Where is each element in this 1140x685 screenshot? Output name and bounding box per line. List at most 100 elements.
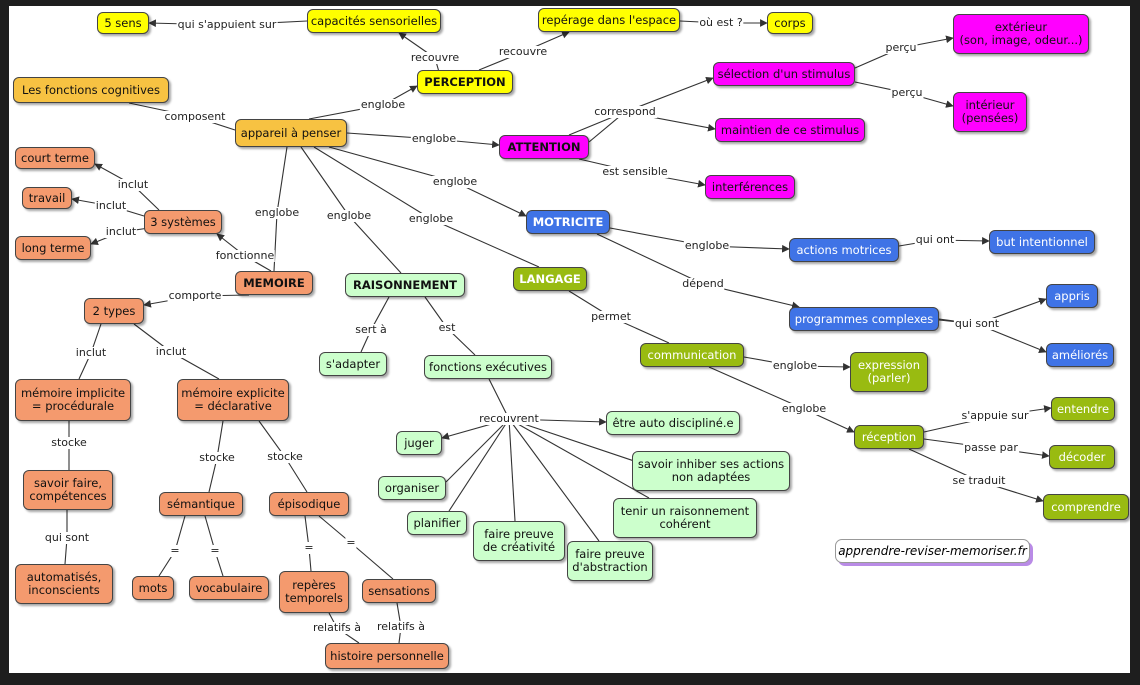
- node-automatises: automatisés, inconscients: [15, 564, 113, 604]
- node-reperes-temporels-line2: temporels: [285, 591, 343, 605]
- node-s-adapter: s'adapter: [319, 352, 387, 376]
- node-interieur-line2: (pensées): [961, 111, 1019, 125]
- node-interieur-line1: intérieur: [965, 98, 1015, 112]
- label-qui-ont: qui ont: [914, 233, 956, 246]
- node-reperes-temporels-line1: repères: [292, 578, 336, 592]
- label-eq-sensations: =: [345, 536, 357, 549]
- node-langage: LANGAGE: [513, 267, 587, 291]
- node-capacites-sensorielles: capacités sensorielles: [307, 9, 441, 33]
- node-savoir-inhiber-line2: non adaptées: [671, 470, 751, 484]
- link-fonctions-recouvrent: [488, 378, 510, 420]
- label-recouvre-reperage: recouvre: [497, 45, 549, 58]
- node-expression: expression (parler): [850, 352, 928, 392]
- node-tenir-raisonnement-line2: cohérent: [659, 517, 711, 531]
- link-recouvrent-abstraction: [508, 418, 600, 542]
- node-tenir-raisonnement: tenir un raisonnement cohérent: [613, 498, 757, 538]
- label-stocke-semantique: stocke: [198, 451, 236, 464]
- node-3-systemes: 3 systèmes: [144, 210, 222, 234]
- node-fonctions-cognitives: Les fonctions cognitives: [13, 77, 169, 103]
- node-appareil-penser: appareil à penser: [235, 119, 347, 147]
- label-stocke-implicite: stocke: [50, 436, 88, 449]
- link-appareil-langage: [313, 146, 540, 268]
- node-vocabulaire: vocabulaire: [189, 576, 269, 600]
- node-2-types: 2 types: [84, 298, 144, 324]
- label-correspond: correspond: [593, 105, 657, 118]
- link-recouvrent-organiser: [445, 418, 510, 483]
- node-5-sens: 5 sens: [97, 12, 149, 34]
- node-comprendre: comprendre: [1043, 494, 1129, 520]
- label-eq-reperes: =: [303, 541, 315, 554]
- node-reception: réception: [854, 425, 924, 449]
- node-maintien-stimulus: maintien de ce stimulus: [715, 118, 865, 142]
- node-episodique: épisodique: [269, 492, 349, 516]
- node-histoire-personnelle: histoire personnelle: [325, 643, 449, 669]
- label-inclut-long: inclut: [104, 225, 138, 238]
- node-raisonnement: RAISONNEMENT: [345, 273, 465, 297]
- node-creativite-line1: faire preuve: [484, 527, 554, 541]
- node-court-terme: court terme: [15, 147, 95, 169]
- node-memoire: MEMOIRE: [235, 271, 313, 295]
- node-travail: travail: [22, 187, 72, 209]
- label-qui-s-appuient-sur: qui s'appuient sur: [176, 18, 278, 31]
- node-perception: PERCEPTION: [417, 70, 513, 94]
- node-abstraction-line1: faire preuve: [575, 547, 645, 561]
- label-composent: composent: [163, 110, 227, 123]
- link-appareil-motricite: [328, 146, 527, 217]
- node-memoire-implicite-line1: mémoire implicite: [20, 386, 126, 400]
- label-s-appuie-sur: s'appuie sur: [960, 409, 1030, 422]
- label-est: est: [437, 321, 457, 334]
- node-fonctions-executives: fonctions exécutives: [424, 355, 552, 379]
- label-se-traduit: se traduit: [951, 474, 1007, 487]
- node-memoire-implicite-line2: = procédurale: [31, 399, 115, 413]
- node-mots: mots: [132, 576, 174, 600]
- label-inclut-travail: inclut: [94, 199, 128, 212]
- link-recouvrent-tenir: [508, 418, 650, 499]
- node-juger: juger: [396, 431, 442, 455]
- node-organiser: organiser: [378, 476, 446, 500]
- node-ameliores: améliorés: [1046, 343, 1114, 367]
- label-englobe-raisonnement: englobe: [325, 209, 373, 222]
- label-englobe-expression: englobe: [771, 359, 819, 372]
- label-inclut-implicite: inclut: [74, 346, 108, 359]
- label-qui-sont-savoir: qui sont: [43, 531, 91, 544]
- node-reperes-temporels: repères temporels: [279, 571, 349, 613]
- node-interieur: intérieur (pensées): [953, 92, 1027, 132]
- node-memoire-explicite-line1: mémoire explicite: [181, 386, 285, 400]
- label-ou-est: où est ?: [698, 16, 744, 29]
- label-recouvre-capacites: recouvre: [409, 51, 461, 64]
- label-percu-int: perçu: [890, 86, 924, 99]
- node-memoire-explicite: mémoire explicite = déclarative: [177, 379, 289, 421]
- node-sensations: sensations: [362, 579, 436, 603]
- node-expression-line2: (parler): [867, 371, 911, 385]
- label-permet: permet: [590, 310, 632, 323]
- node-abstraction: faire preuve d'abstraction: [567, 541, 653, 581]
- node-motricite: MOTRICITE: [526, 210, 610, 234]
- node-tenir-raisonnement-line1: tenir un raisonnement: [620, 504, 750, 518]
- label-englobe-reception: englobe: [780, 402, 828, 415]
- node-creativite-line2: de créativité: [482, 540, 556, 554]
- label-passe-par: passe par: [963, 441, 1019, 454]
- node-memoire-implicite: mémoire implicite = procédurale: [15, 379, 131, 421]
- node-expression-line1: expression: [857, 358, 921, 372]
- label-englobe-memoire: englobe: [253, 206, 301, 219]
- label-percu-ext: perçu: [884, 41, 918, 54]
- node-creativite: faire preuve de créativité: [473, 521, 565, 561]
- node-semantique: sémantique: [159, 492, 243, 516]
- node-exterieur-line2: (son, image, odeur...): [959, 33, 1083, 47]
- label-englobe-actions: englobe: [683, 239, 731, 252]
- node-savoir-faire-line1: savoir faire,: [34, 476, 102, 490]
- node-abstraction-line2: d'abstraction: [572, 560, 648, 574]
- label-englobe-langage: englobe: [407, 212, 455, 225]
- label-comporte: comporte: [167, 289, 223, 302]
- node-savoir-inhiber-line1: savoir inhiber ses actions: [637, 457, 785, 471]
- node-exterieur: extérieur (son, image, odeur...): [953, 14, 1089, 54]
- concept-map: 5 sens capacités sensorielles repérage d…: [9, 6, 1130, 673]
- node-memoire-explicite-line2: = déclarative: [194, 399, 272, 413]
- label-qui-sont-prog: qui sont: [953, 317, 1001, 330]
- label-inclut-explicite: inclut: [154, 345, 188, 358]
- node-exterieur-line1: extérieur: [994, 20, 1048, 34]
- label-sert-a: sert à: [354, 323, 388, 336]
- node-corps: corps: [767, 12, 813, 34]
- label-est-sensible: est sensible: [601, 165, 669, 178]
- label-recouvrent: recouvrent: [478, 412, 540, 425]
